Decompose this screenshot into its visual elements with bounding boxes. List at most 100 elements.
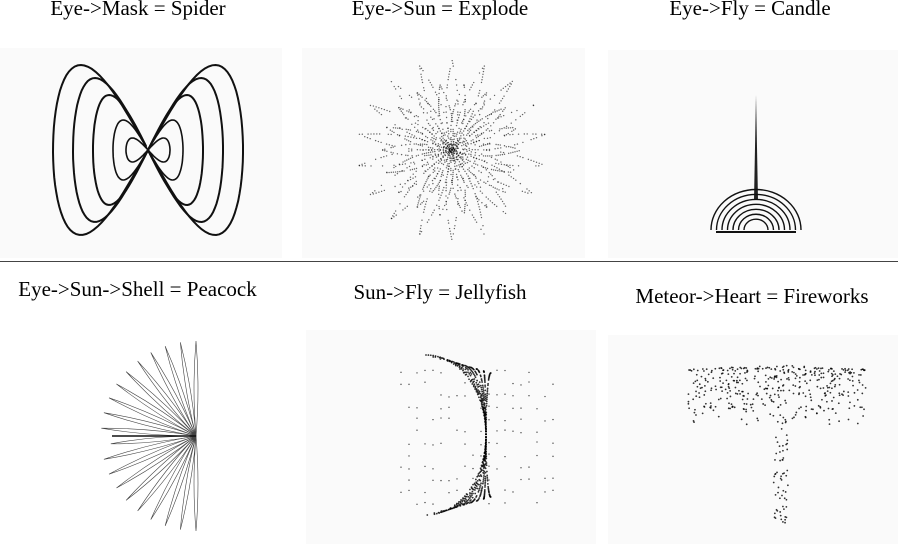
pattern-dot <box>459 186 461 189</box>
pattern-dot <box>842 390 845 393</box>
pattern-dot <box>764 374 767 377</box>
pattern-dot <box>485 448 488 450</box>
pattern-dot <box>500 151 502 153</box>
pattern-dot <box>780 378 783 381</box>
pattern-dot <box>481 96 483 98</box>
pattern-dot <box>443 142 446 144</box>
pattern-dot <box>427 122 430 125</box>
pattern-dot <box>478 497 481 499</box>
pattern-dot <box>410 111 412 113</box>
pattern-dot <box>445 189 447 192</box>
pattern-dot <box>450 139 452 141</box>
pattern-dot <box>445 159 448 161</box>
pattern-dot <box>441 135 443 138</box>
pattern-dot <box>445 139 447 142</box>
pattern-dot <box>530 191 533 194</box>
pattern-dot <box>485 450 488 453</box>
pattern-dot <box>477 149 479 151</box>
pattern-dot <box>422 200 425 202</box>
pattern-dot <box>481 79 483 81</box>
pattern-dot <box>464 98 466 101</box>
pattern-dot <box>455 144 457 146</box>
pattern-dot <box>771 387 774 390</box>
pattern-dot <box>460 156 462 158</box>
pattern-dot <box>793 416 795 419</box>
pattern-dot <box>421 165 424 168</box>
pattern-dot <box>463 84 465 86</box>
pattern-dot <box>473 141 475 143</box>
pattern-dot <box>426 143 428 146</box>
pattern-dot <box>447 197 449 199</box>
pattern-dot <box>533 138 535 140</box>
pattern-dot <box>476 383 479 386</box>
pattern-dot <box>442 156 444 159</box>
pattern-dot <box>533 160 535 162</box>
pattern-dot <box>781 422 784 425</box>
pattern-dot <box>435 512 438 515</box>
pattern-dot <box>720 366 723 369</box>
pattern-dot <box>422 149 424 151</box>
pattern-dot <box>448 165 450 168</box>
pattern-dot <box>506 90 508 93</box>
pattern-dot <box>478 381 481 384</box>
pattern-dot <box>428 103 431 106</box>
pattern-dot <box>500 147 502 149</box>
pattern-dot <box>404 163 407 165</box>
pattern-dot <box>378 191 380 193</box>
pattern-dot <box>739 392 741 395</box>
pattern-dot <box>520 384 522 386</box>
pattern-dot <box>485 196 487 198</box>
pattern-dot <box>785 434 788 437</box>
pattern-dot <box>751 403 754 406</box>
pattern-dot <box>473 373 475 376</box>
pattern-dot <box>437 143 440 145</box>
pattern-dot <box>834 373 837 376</box>
pattern-dot <box>480 132 483 135</box>
pattern-dot <box>526 188 528 190</box>
pattern-dot <box>453 138 455 140</box>
pattern-dot <box>520 418 522 420</box>
pattern-dot <box>486 143 489 145</box>
pattern-dot <box>425 152 428 154</box>
pattern-dot <box>450 161 452 164</box>
pattern-dot <box>470 155 472 157</box>
pattern-dot <box>482 388 485 390</box>
pattern-dot <box>476 200 479 203</box>
pattern-dot <box>772 400 775 403</box>
pattern-dot <box>413 115 416 118</box>
pattern-dot <box>746 398 749 400</box>
pattern-dot <box>421 138 423 141</box>
pattern-dot <box>467 168 469 171</box>
pattern-dot <box>512 151 514 154</box>
pattern-dot <box>501 200 504 203</box>
pattern-dot <box>437 159 440 162</box>
pattern-dot <box>798 407 800 410</box>
pattern-dot <box>438 108 440 111</box>
pattern-dot <box>361 133 364 135</box>
pattern-dot <box>487 180 489 183</box>
pattern-dot <box>505 125 508 128</box>
pattern-dot <box>429 124 431 127</box>
pattern-dot <box>480 489 482 491</box>
pattern-dot <box>848 407 851 410</box>
pattern-dot <box>370 165 372 167</box>
pattern-dot <box>818 370 821 372</box>
pattern-dot <box>478 170 480 172</box>
candle-arc <box>715 193 797 231</box>
pattern-dot <box>516 150 518 153</box>
pattern-dot <box>469 374 472 377</box>
pattern-dot <box>449 233 452 235</box>
pattern-dot <box>413 126 416 128</box>
pattern-dot <box>424 99 426 101</box>
pattern-dot <box>831 400 833 402</box>
pattern-dot <box>492 178 495 181</box>
pattern-dot <box>416 206 418 208</box>
pattern-dot <box>408 94 411 97</box>
pattern-dot <box>394 210 397 212</box>
pattern-dot <box>455 84 458 86</box>
pattern-dot <box>502 87 505 90</box>
pattern-dot <box>438 88 441 91</box>
pattern-dot <box>818 374 821 376</box>
pattern-dot <box>440 86 442 88</box>
pattern-dot <box>419 149 421 151</box>
